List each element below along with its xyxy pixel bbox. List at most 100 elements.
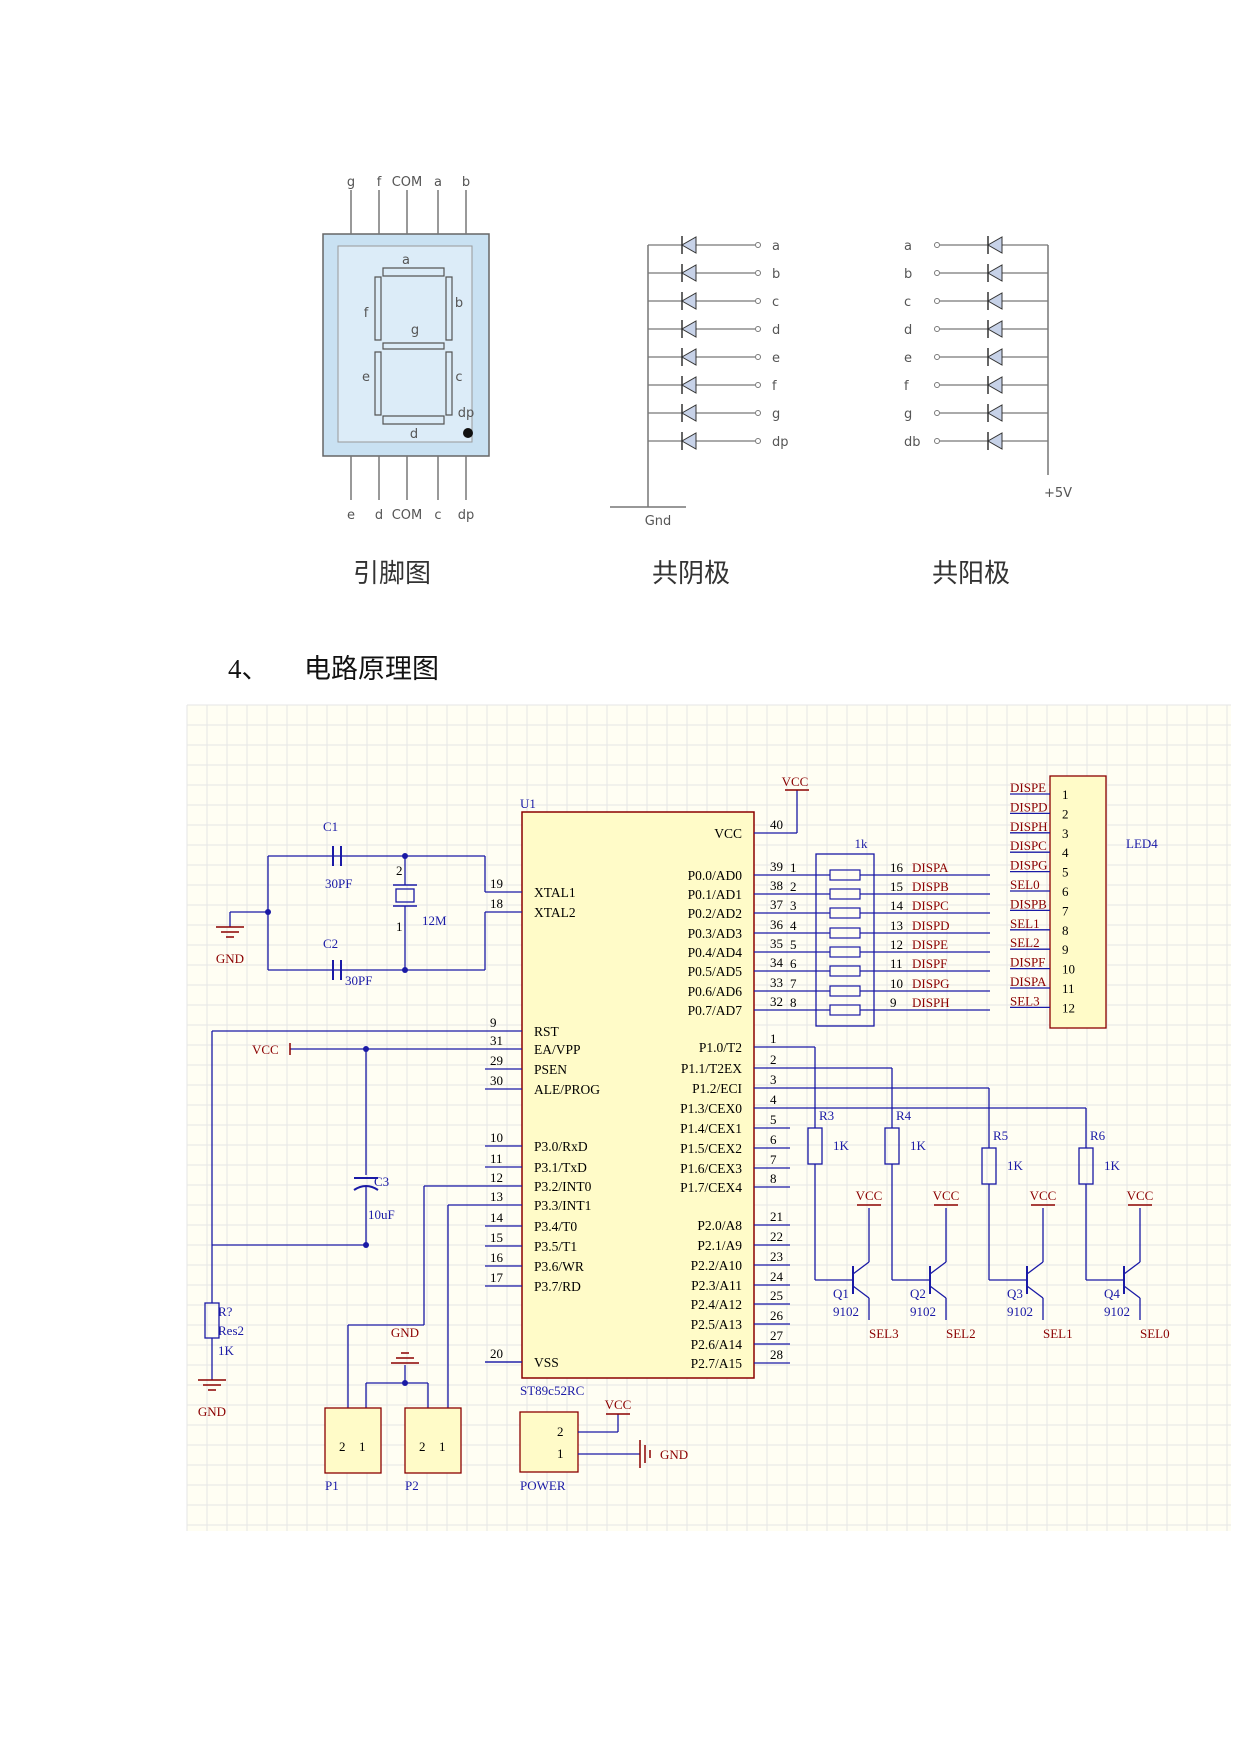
terminal-icon	[934, 270, 940, 276]
net-label: DISPE	[912, 937, 948, 952]
c1-value: 30PF	[325, 876, 352, 891]
power-ref: POWER	[520, 1478, 566, 1493]
mcu-pin-name: P3.4/T0	[534, 1219, 577, 1234]
anode-pin-label: d	[904, 323, 912, 338]
mcu-pin-name: P1.2/ECI	[692, 1081, 742, 1096]
transistor-emitter	[929, 1285, 947, 1299]
mcu-pin-name: P1.0/T2	[699, 1040, 742, 1055]
driver-resistor-value: 1K	[833, 1138, 850, 1153]
led-pin-number: 11	[1062, 981, 1075, 996]
power-pin-number: 1	[557, 1446, 564, 1461]
resistor-icon	[829, 1004, 861, 1016]
mcu-pin-name: P2.1/A9	[697, 1238, 742, 1253]
mcu-pin-name: P2.5/A13	[691, 1317, 743, 1332]
diode-icon	[986, 432, 1003, 450]
mcu-pin-number: 23	[770, 1249, 783, 1264]
transistor-icon	[1017, 1262, 1053, 1298]
mcu-pin-name: PSEN	[534, 1062, 567, 1077]
mcu-pin-name: P1.5/CEX2	[680, 1141, 742, 1156]
mcu-pin-number: 29	[490, 1053, 503, 1068]
junction	[402, 967, 408, 973]
net-label: DISPB	[912, 879, 949, 894]
mcu-pin-number: 21	[770, 1209, 783, 1224]
anode-pin-label: g	[904, 407, 912, 422]
resistor-pack-pin: 16	[890, 860, 904, 875]
mcu-pin-number: 18	[490, 896, 503, 911]
top-pin-label: b	[462, 175, 470, 190]
mcu-pin-number: 27	[770, 1328, 784, 1343]
diode-icon	[986, 292, 1003, 310]
resistor-pack-pin: 14	[890, 898, 904, 913]
driver-resistor-ref: R3	[819, 1108, 834, 1123]
common-cathode-caption: 共阴极	[652, 559, 731, 589]
transistor-collector	[1123, 1261, 1141, 1275]
mcu-body	[521, 811, 755, 1379]
resistor-pack-pin: 2	[790, 879, 797, 894]
junction	[265, 909, 271, 915]
mcu-pin-number: 5	[770, 1112, 777, 1127]
net-label: SEL2	[1010, 935, 1040, 950]
mcu-pin-number: 33	[770, 975, 783, 990]
transistor-ref: Q3	[1007, 1286, 1023, 1301]
segment-d	[382, 415, 445, 425]
anode-pin-label: f	[904, 379, 909, 394]
resistor-icon	[829, 946, 861, 958]
transistor-ref: Q1	[833, 1286, 849, 1301]
net-label: DISPH	[912, 995, 950, 1010]
cathode-pin-label: f	[772, 379, 777, 394]
resistor-icon	[981, 1147, 997, 1185]
led-pin-number: 9	[1062, 942, 1069, 957]
diode-icon	[986, 376, 1003, 394]
resistor-pack-pin: 11	[890, 956, 903, 971]
driver-resistor-ref: R4	[896, 1108, 912, 1123]
resistor-pack-value: 1k	[855, 836, 869, 851]
anode-pin-label: e	[904, 351, 912, 366]
mcu-pin-number: 24	[770, 1269, 784, 1284]
net-label: SEL3	[869, 1326, 899, 1341]
header-ref: P2	[405, 1478, 419, 1493]
diode-icon	[986, 236, 1003, 254]
net-label: DISPA	[1010, 974, 1047, 989]
header-ref: P1	[325, 1478, 339, 1493]
bottom-pin-label: c	[434, 508, 441, 523]
mcu-pin-name: P3.7/RD	[534, 1279, 581, 1294]
schematic-grid	[186, 704, 1231, 1531]
mcu-pin-number: 36	[770, 917, 784, 932]
segment-label: b	[455, 296, 463, 311]
schematic-content: U1ST89c52RC19XTAL118XTAL29RST31EA/VPP29P…	[198, 774, 1170, 1493]
anode-pin-label: a	[904, 239, 912, 254]
vcc-label: VCC	[933, 1188, 960, 1203]
transistor-ref: Q4	[1104, 1286, 1120, 1301]
diode-icon	[680, 348, 697, 366]
net-label: DISPA	[912, 860, 949, 875]
net-label: DISPD	[912, 918, 950, 933]
mcu-pin-number: 31	[490, 1033, 503, 1048]
terminal-icon	[934, 298, 940, 304]
c3-ref: C3	[374, 1174, 389, 1189]
mcu-pin-name: EA/VPP	[534, 1042, 581, 1057]
c2-ref: C2	[323, 936, 338, 951]
mcu-pin-name: P3.5/T1	[534, 1239, 577, 1254]
segment-label: a	[402, 253, 410, 268]
gnd-label: GND	[216, 951, 244, 966]
resistor-pack-pin: 1	[790, 860, 797, 875]
header-pin-number: 1	[439, 1439, 446, 1454]
power-pin-number: 2	[557, 1424, 564, 1439]
mcu-pin-number: 22	[770, 1229, 783, 1244]
junction	[402, 1380, 408, 1386]
top-pin-label: COM	[392, 175, 423, 190]
led-pin-number: 4	[1062, 845, 1069, 860]
mcu-pin-number: 6	[770, 1132, 777, 1147]
ground-label: Gnd	[645, 514, 672, 529]
mcu-pin-name: P2.6/A14	[691, 1337, 743, 1352]
diode-icon	[680, 264, 697, 282]
cathode-pin-label: d	[772, 323, 780, 338]
segment-a	[382, 267, 445, 277]
cathode-pin-label: a	[772, 239, 780, 254]
junction	[363, 1242, 369, 1248]
vcc-label: VCC	[252, 1042, 279, 1057]
mcu-pin-number: 1	[770, 1031, 777, 1046]
net-label: DISPF	[1010, 955, 1045, 970]
transistor-emitter	[1026, 1285, 1044, 1299]
mcu-pin-number: 25	[770, 1288, 783, 1303]
